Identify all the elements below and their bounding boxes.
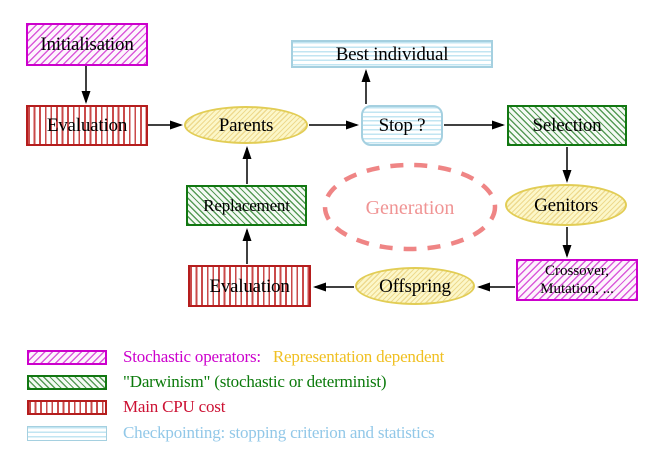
legend-row-checkpointing: Checkpointing: stopping criterion and st… <box>27 423 435 443</box>
legend-row-stochastic-operators: Stochastic operators: Representation depe… <box>27 347 444 367</box>
offspring-ellipse: Offspring <box>355 267 475 305</box>
crossover-line: Crossover, <box>545 263 609 279</box>
legend-label-checkpointing: Checkpointing: stopping criterion and st… <box>123 423 435 442</box>
legend-row-darwinism: "Darwinism" (stochastic or determinist) <box>27 372 387 392</box>
best-individual-box: Best individual <box>291 40 493 68</box>
legend-label-stochastic: Stochastic operators: <box>123 347 261 366</box>
selection-box: Selection <box>507 105 627 146</box>
replacement-box: Replacement <box>186 185 307 226</box>
evaluation-top-box: Evaluation <box>26 105 148 146</box>
red-stripes-swatch <box>27 399 107 415</box>
legend-row-cpu-cost: Main CPU cost <box>27 397 225 417</box>
legend-label-cpu-cost: Main CPU cost <box>123 397 226 416</box>
initialisation-box: Initialisation <box>26 23 148 66</box>
magenta-hatch-swatch <box>27 349 107 365</box>
genitors-ellipse: Genitors <box>505 184 627 226</box>
generation-label: Generation <box>365 196 455 219</box>
crossover-mutation-box: Crossover, Mutation, ... <box>516 259 638 301</box>
legend-label-representation: Representation dependent <box>272 347 445 366</box>
legend-label-darwinism: "Darwinism" (stochastic or determinist) <box>123 372 387 391</box>
cyan-stripes-swatch <box>27 425 107 441</box>
mutation-line: Mutation, ... <box>540 281 614 297</box>
parents-ellipse: Parents <box>184 106 308 144</box>
stop-test-box: Stop ? <box>361 105 443 146</box>
evaluation-bottom-box: Evaluation <box>188 265 311 307</box>
green-hatch-swatch <box>27 374 107 390</box>
